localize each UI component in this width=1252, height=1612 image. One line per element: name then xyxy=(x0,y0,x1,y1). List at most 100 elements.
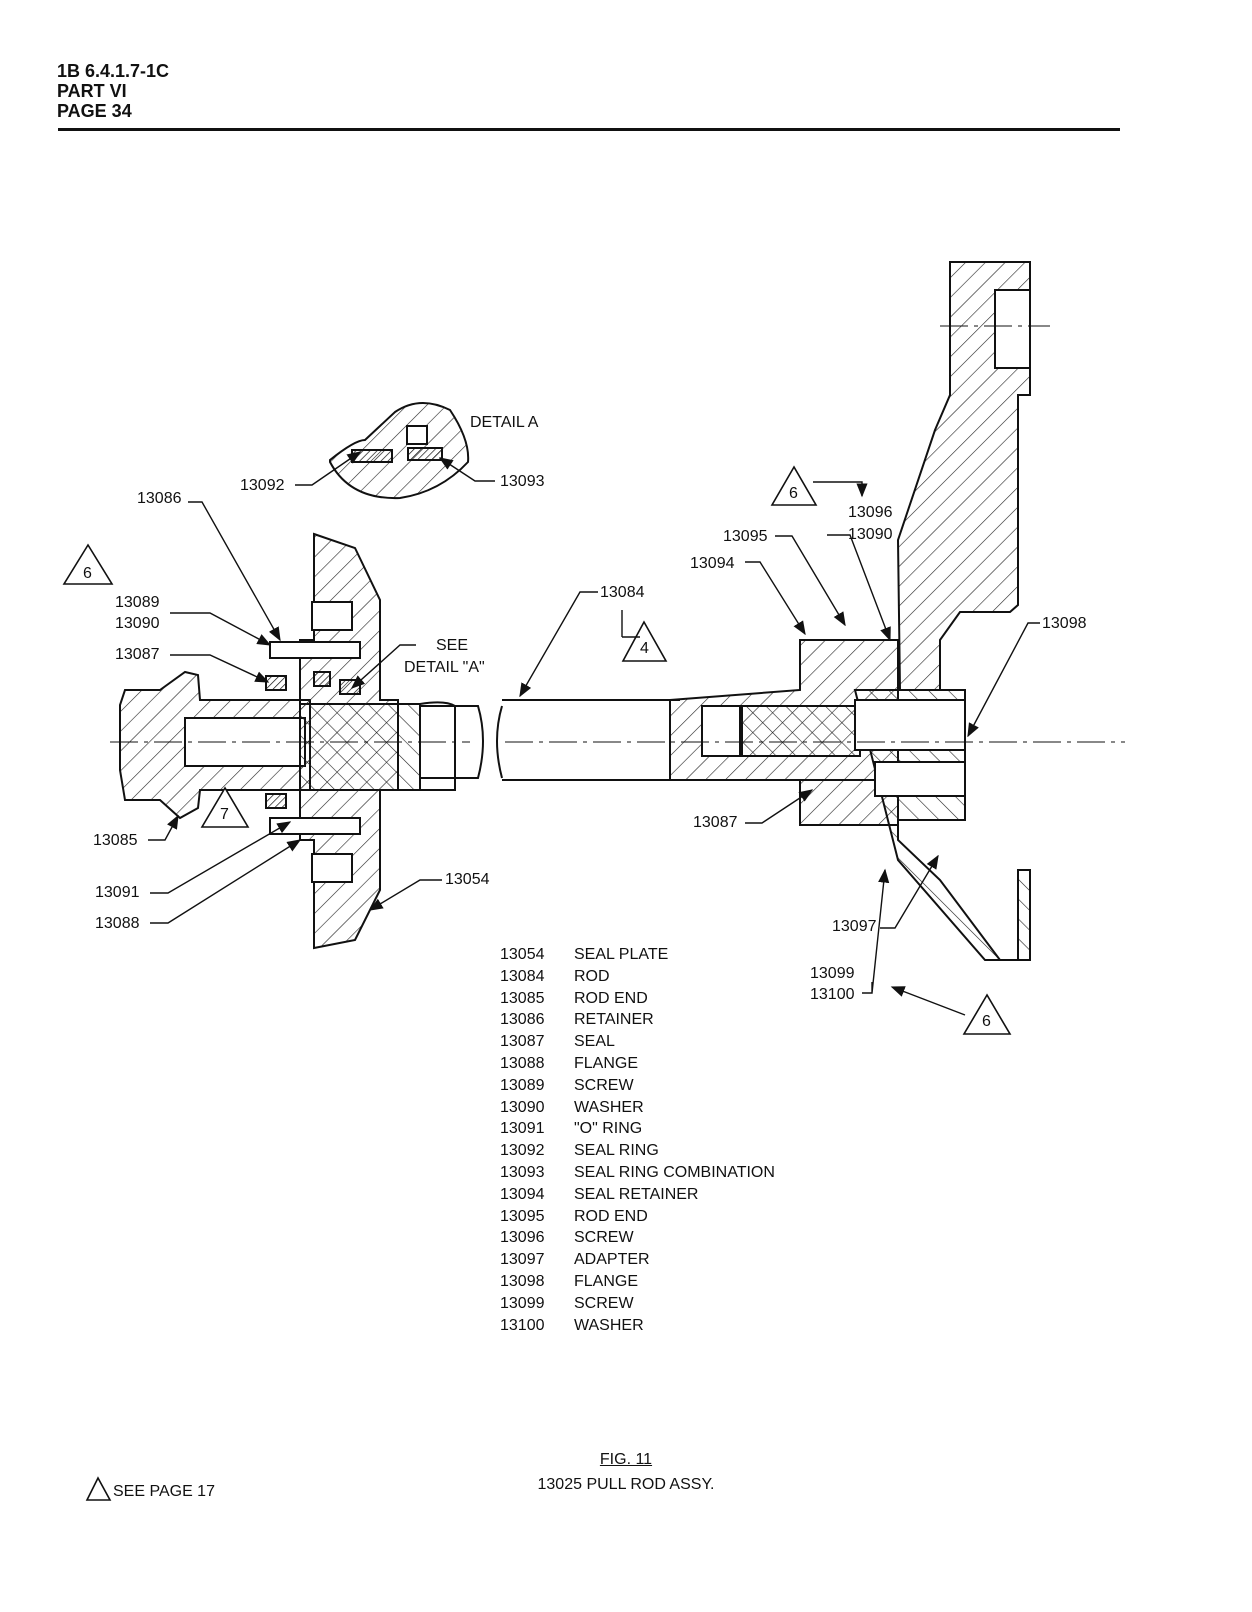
part-name: SEAL RING COMBINATION xyxy=(574,1163,775,1181)
see-page-note: SEE PAGE 17 xyxy=(113,1483,215,1500)
figure-number: FIG. 11 xyxy=(599,1451,653,1468)
part-number: 13085 xyxy=(500,989,545,1007)
callout-13096: 13096 xyxy=(848,504,893,521)
part-name: ROD END xyxy=(574,1207,648,1225)
callout-13094: 13094 xyxy=(690,555,735,572)
callout-13100: 13100 xyxy=(810,986,855,1003)
parts-row: 13094 SEAL RETAINER xyxy=(500,1184,775,1206)
callout-13086: 13086 xyxy=(137,490,182,507)
parts-row: 13093 SEAL RING COMBINATION xyxy=(500,1162,775,1184)
parts-row: 13090 WASHER xyxy=(500,1097,775,1119)
part-name: ROD END xyxy=(574,989,648,1007)
part-number: 13087 xyxy=(500,1033,545,1051)
part-number: 13098 xyxy=(500,1272,545,1290)
callout-13095: 13095 xyxy=(723,528,768,545)
figure-title: 13025 PULL ROD ASSY. xyxy=(537,1476,715,1493)
page-label: PAGE 34 xyxy=(57,101,132,121)
part-name: SCREW xyxy=(574,1076,634,1094)
part-name: ADAPTER xyxy=(574,1251,650,1269)
part-name: SCREW xyxy=(574,1229,634,1247)
see-label: SEE xyxy=(436,637,469,654)
parts-row: 13086 RETAINER xyxy=(500,1009,775,1031)
note-marker-6-top: 6 xyxy=(789,485,798,502)
callout-13091: 13091 xyxy=(95,884,140,901)
part-name: FLANGE xyxy=(574,1272,639,1290)
part-number: 13100 xyxy=(500,1316,545,1334)
callout-13054: 13054 xyxy=(445,871,490,888)
part-label: PART VI xyxy=(57,81,127,101)
note-triangle-6-left xyxy=(62,543,114,585)
parts-row: 13095 ROD END xyxy=(500,1206,775,1228)
footer-note-triangle xyxy=(85,1476,112,1501)
part-number: 13096 xyxy=(500,1229,545,1247)
callout-13085: 13085 xyxy=(93,832,138,849)
note-marker-6-left: 6 xyxy=(83,565,92,582)
parts-row: 13099 SCREW xyxy=(500,1293,775,1315)
part-number: 13092 xyxy=(500,1142,545,1160)
part-name: WASHER xyxy=(574,1316,644,1334)
header-rule xyxy=(58,128,1120,131)
callout-13090-right: 13090 xyxy=(848,526,893,543)
part-name: WASHER xyxy=(574,1098,644,1116)
part-name: ROD xyxy=(574,967,610,985)
part-number: 13091 xyxy=(500,1120,545,1138)
parts-row: 13092 SEAL RING xyxy=(500,1140,775,1162)
note-triangle-4 xyxy=(621,620,668,662)
part-name: "O" RING xyxy=(574,1120,643,1138)
callout-13098: 13098 xyxy=(1042,615,1087,632)
callout-13088: 13088 xyxy=(95,915,140,932)
parts-row: 13084 ROD xyxy=(500,966,775,988)
part-name: RETAINER xyxy=(574,1011,654,1029)
part-number: 13086 xyxy=(500,1011,545,1029)
callout-13097: 13097 xyxy=(832,918,877,935)
callout-13099: 13099 xyxy=(810,965,855,982)
parts-row: 13089 SCREW xyxy=(500,1075,775,1097)
part-name: SEAL RETAINER xyxy=(574,1185,699,1203)
part-number: 13088 xyxy=(500,1054,545,1072)
see-detail-label: DETAIL "A" xyxy=(404,659,485,676)
doc-code: 1B 6.4.1.7-1C xyxy=(57,61,170,81)
part-number: 13084 xyxy=(500,967,545,985)
part-number: 13099 xyxy=(500,1294,545,1312)
callout-13087-left: 13087 xyxy=(115,646,160,663)
part-name: SEAL RING xyxy=(574,1142,659,1160)
figure-title-wrap: 13025 PULL ROD ASSY. xyxy=(0,1476,1252,1494)
part-number: 13054 xyxy=(500,946,545,963)
note-triangle-6-bottom xyxy=(962,993,1012,1035)
part-number: 13094 xyxy=(500,1185,545,1203)
callout-13087-right: 13087 xyxy=(693,814,738,831)
flange-section xyxy=(853,689,1031,961)
part-name: SEAL PLATE xyxy=(574,946,669,963)
seal-plate xyxy=(299,532,399,950)
part-number: 13097 xyxy=(500,1251,545,1269)
part-name: FLANGE xyxy=(574,1054,639,1072)
callout-13090-left: 13090 xyxy=(115,615,160,632)
part-name: SCREW xyxy=(574,1294,634,1312)
figure-caption: FIG. 11 xyxy=(0,1451,1252,1469)
parts-row: 13054 SEAL PLATE xyxy=(500,944,775,966)
detail-a-section xyxy=(329,402,470,500)
part-name: SEAL xyxy=(574,1033,615,1051)
note-triangle-6-top xyxy=(770,465,818,506)
note-marker-4: 4 xyxy=(640,640,649,657)
note-triangle-7 xyxy=(200,786,250,828)
part-number: 13095 xyxy=(500,1207,545,1225)
parts-row: 13100 WASHER xyxy=(500,1315,775,1337)
parts-row: 13088 FLANGE xyxy=(500,1053,775,1075)
part-number: 13093 xyxy=(500,1163,545,1181)
parts-row: 13087 SEAL xyxy=(500,1031,775,1053)
parts-row: 13091 "O" RING xyxy=(500,1118,775,1140)
callout-13092: 13092 xyxy=(240,477,285,494)
parts-row: 13097 ADAPTER xyxy=(500,1249,775,1271)
parts-row: 13096 SCREW xyxy=(500,1227,775,1249)
note-marker-6-bottom: 6 xyxy=(982,1013,991,1030)
callout-13084: 13084 xyxy=(600,584,645,601)
callout-13093: 13093 xyxy=(500,473,545,490)
note-marker-7: 7 xyxy=(220,806,229,823)
callout-13089: 13089 xyxy=(115,594,160,611)
parts-row: 13098 FLANGE xyxy=(500,1271,775,1293)
part-number: 13090 xyxy=(500,1098,545,1116)
part-number: 13089 xyxy=(500,1076,545,1094)
detail-a-title: DETAIL A xyxy=(470,414,539,431)
